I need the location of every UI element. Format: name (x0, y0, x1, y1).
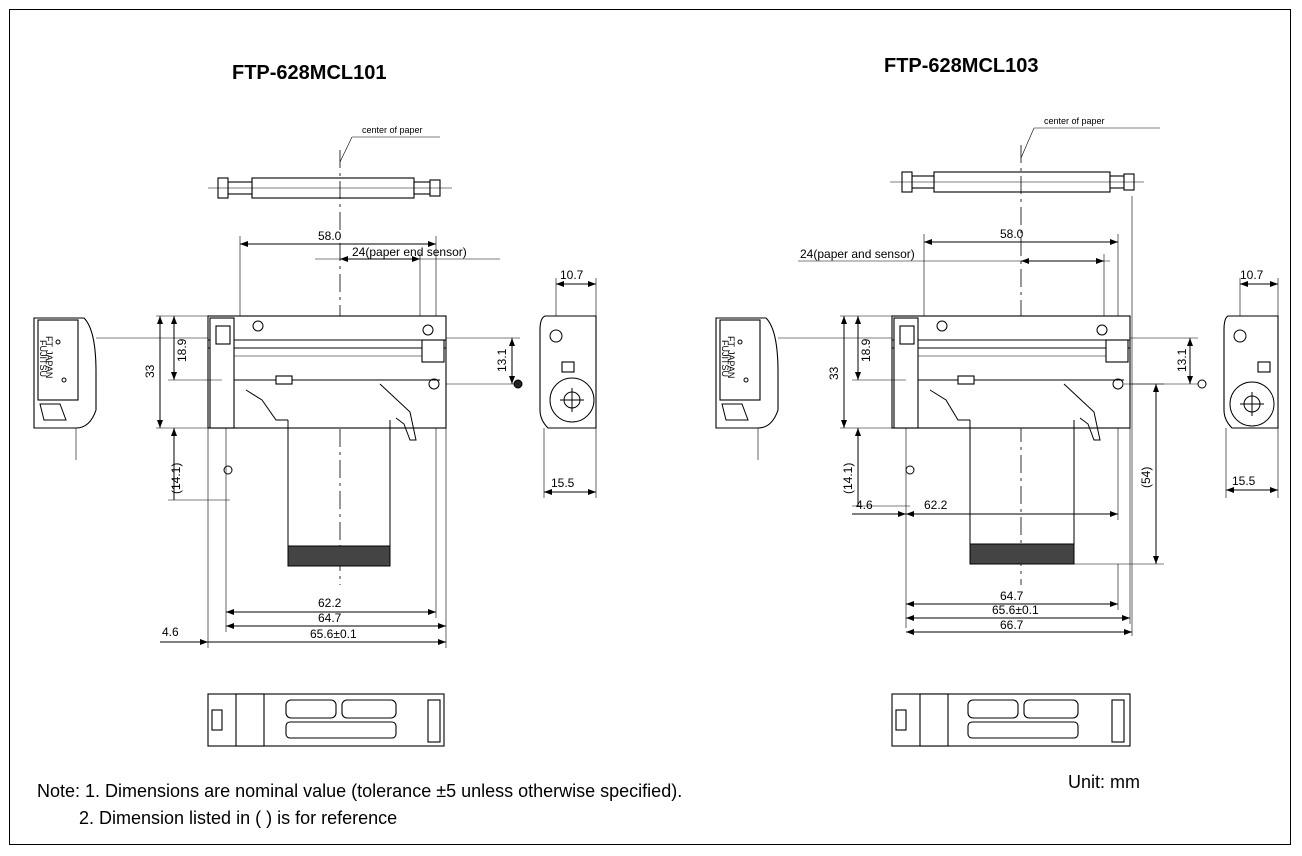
left-bottom-view (207, 693, 445, 747)
left-flex-cable (287, 420, 391, 567)
left-dim-62-2: 62.2 (318, 596, 342, 610)
right-dim-58: 58.0 (1000, 227, 1024, 241)
right-side-view (1223, 315, 1279, 429)
right-dim-10-7: 10.7 (1240, 268, 1264, 282)
right-dim-4-6: 4.6 (856, 498, 873, 512)
left-platen-roller (208, 177, 452, 199)
left-center-of-paper-label: center of paper (362, 125, 423, 135)
right-flex-cable (969, 420, 1075, 565)
left-dim-4-6: 4.6 (162, 625, 179, 639)
left-dim-14-1: (14.1) (169, 463, 183, 494)
right-dim-13-1: 13.1 (1175, 348, 1189, 372)
left-end-japan-label: JAPAN (44, 350, 54, 378)
title-right: FTP-628MCL103 (884, 55, 1039, 77)
left-dim-65-6: 65.6±0.1 (310, 627, 357, 641)
left-dim-18-9: 18.9 (175, 338, 189, 362)
right-dim-54: (54) (1139, 467, 1153, 488)
left-dim-33: 33 (143, 364, 157, 378)
right-end-brand-label: FUJITSU (720, 340, 730, 377)
title-left: FTP-628MCL101 (232, 62, 387, 84)
left-side-view (539, 315, 597, 429)
right-dim-14-1: (14.1) (841, 463, 855, 494)
note-line-2: 2. Dimension listed in ( ) is for refere… (79, 808, 398, 828)
right-dim-64-7: 64.7 (1000, 589, 1024, 603)
left-end-brand-label: FUJITSU (38, 340, 48, 377)
left-drawing: center of paper 58.0 24(paper end sensor… (33, 125, 597, 747)
right-dim-15-5: 15.5 (1232, 474, 1256, 488)
left-dim-58: 58.0 (318, 229, 342, 243)
drawing-frame (9, 9, 1291, 845)
right-drawing: center of paper 58.0 24(paper and sensor… (715, 116, 1279, 747)
right-platen-roller (890, 171, 1144, 193)
right-dim-65-6: 65.6±0.1 (992, 603, 1039, 617)
left-end-view: FT JAPAN FUJITSU (33, 317, 97, 460)
left-dim-64-7: 64.7 (318, 611, 342, 625)
left-dim-15-5: 15.5 (551, 476, 575, 490)
right-center-of-paper-label: center of paper (1044, 116, 1105, 126)
right-dim-paper-sensor: 24(paper and sensor) (800, 247, 915, 261)
unit-label: Unit: mm (1068, 772, 1140, 792)
right-dim-33: 33 (827, 366, 841, 380)
left-dim-paper-sensor: 24(paper end sensor) (352, 245, 467, 259)
right-end-japan-label: JAPAN (726, 350, 736, 378)
right-bottom-view (891, 693, 1131, 747)
left-dim-13-1: 13.1 (495, 348, 509, 372)
right-dim-66-7: 66.7 (1000, 618, 1024, 632)
right-dim-62-2: 62.2 (924, 498, 948, 512)
right-end-ft-label: FT (726, 336, 736, 347)
right-end-view: FT JAPAN FUJITSU (715, 317, 779, 460)
right-mechanism-body (891, 315, 1131, 441)
left-mechanism-body (207, 315, 447, 441)
note-line-1: Note: 1. Dimensions are nominal value (t… (37, 781, 683, 801)
left-dim-10-7: 10.7 (560, 268, 584, 282)
left-end-ft-label: FT (44, 336, 54, 347)
right-dim-18-9: 18.9 (859, 338, 873, 362)
